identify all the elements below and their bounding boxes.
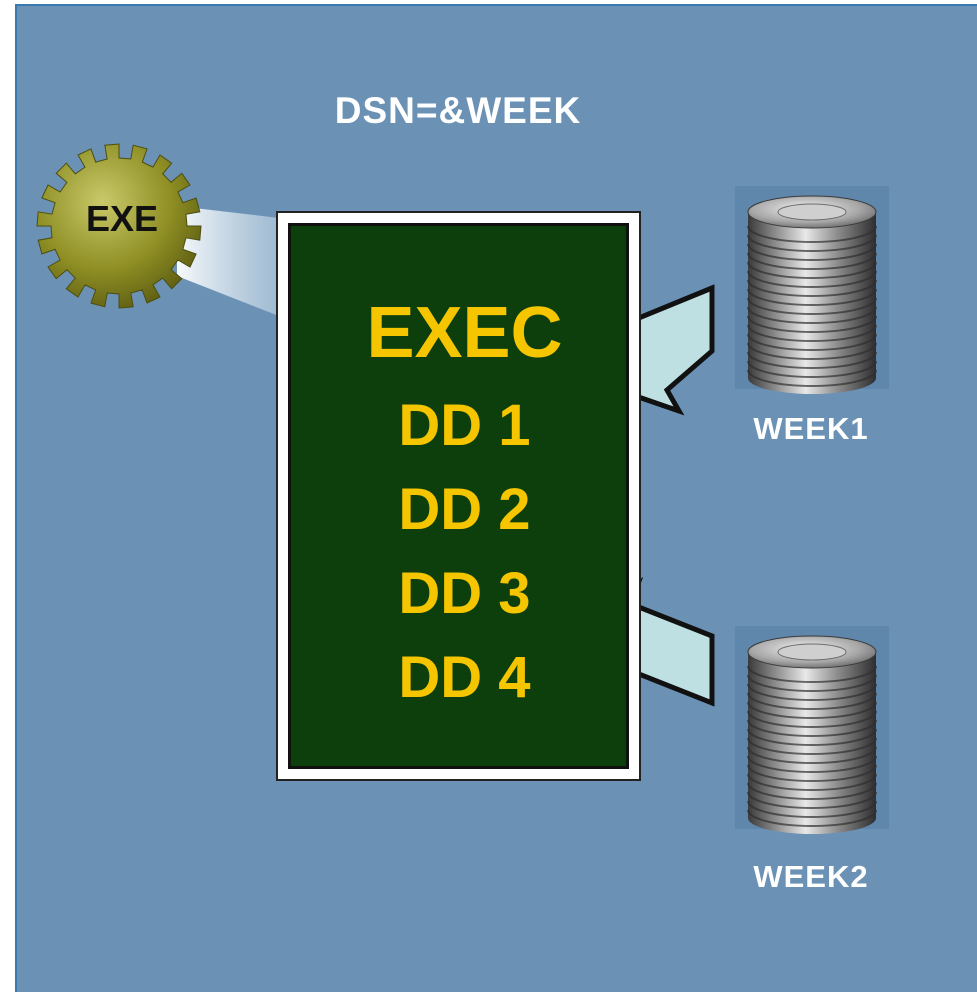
panel-line-dd4: DD 4: [398, 645, 531, 710]
disk-ring: [747, 692, 877, 710]
disk-ring: [747, 333, 877, 351]
dataset-label-week2: WEEK2: [753, 859, 869, 894]
disk-ring: [747, 261, 877, 279]
gear-label: EXE: [85, 198, 159, 239]
disk-ring: [747, 719, 877, 737]
disk-hub: [777, 643, 847, 661]
disk-ring: [747, 324, 877, 342]
disk-ring: [747, 369, 877, 387]
disk-ring: [747, 252, 877, 270]
panel-line-dd1: DD 1: [398, 393, 531, 458]
light-beam: [177, 206, 279, 316]
disk-ring: [747, 791, 877, 809]
disk-ring: [747, 351, 877, 369]
disk-ring: [747, 243, 877, 261]
disk-ring: [747, 270, 877, 288]
disk-ring: [747, 306, 877, 324]
disk-ring: [747, 746, 877, 764]
disk-ring: [747, 737, 877, 755]
disk-body: [748, 212, 876, 394]
disk-ring: [747, 315, 877, 333]
disk-stack-icon: [735, 626, 889, 834]
disk-ring: [747, 728, 877, 746]
jcl-panel: EXEC DD 1 DD 2 DD 3 DD 4: [276, 211, 641, 781]
gear-icon: [36, 143, 202, 309]
panel-line-dd2: DD 2: [398, 477, 531, 542]
disk-ring: [747, 225, 877, 243]
disk-ring: [747, 809, 877, 827]
disk-ring: [747, 279, 877, 297]
dataset-label-week1: WEEK1: [753, 411, 869, 446]
disk-ring: [747, 773, 877, 791]
disk-ring: [747, 342, 877, 360]
disk-body: [748, 652, 876, 834]
disk-stack-icon: [735, 186, 889, 394]
panel-line-dd3: DD 3: [398, 561, 531, 626]
disk-ring: [747, 360, 877, 378]
disk-ring: [747, 288, 877, 306]
diagram-canvas: DSN=&WEEK EXE EXEC DD 1 DD 2 DD 3 DD 4 W…: [15, 4, 977, 992]
disk-ring: [747, 665, 877, 683]
panel-line-exec: EXEC: [366, 293, 563, 373]
disk-ring: [747, 755, 877, 773]
diagram-title: DSN=&WEEK: [334, 90, 582, 131]
disk-ring: [747, 764, 877, 782]
disk-ring: [747, 297, 877, 315]
jcl-panel-inner: EXEC DD 1 DD 2 DD 3 DD 4: [288, 223, 629, 769]
disk-ring: [747, 701, 877, 719]
disk-ring: [747, 710, 877, 728]
disk-hub: [777, 203, 847, 221]
disk-ring: [747, 683, 877, 701]
disk-ring: [747, 674, 877, 692]
disk-ring: [747, 234, 877, 252]
disk-ring: [747, 800, 877, 818]
disk-ring: [747, 782, 877, 800]
